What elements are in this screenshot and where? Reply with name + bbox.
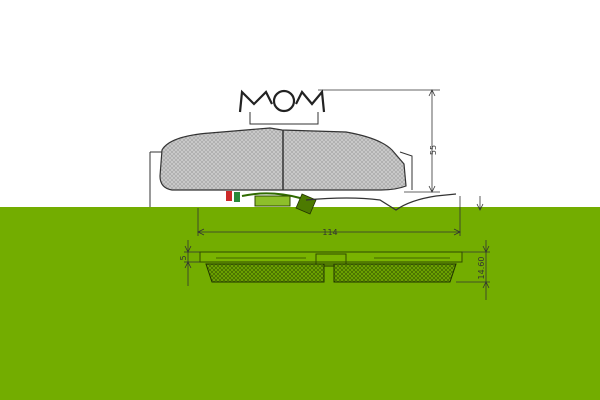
height-dimension	[318, 89, 440, 193]
width-dimension	[197, 196, 461, 236]
width-label: 114	[322, 228, 337, 237]
thickness-dimension	[456, 240, 490, 300]
backplate-outline	[149, 112, 413, 207]
side-view	[199, 251, 463, 283]
thickness-label: 14.60	[477, 257, 486, 280]
spring-clip-icon	[238, 89, 326, 113]
backplate-dimension	[184, 240, 200, 286]
height-label: 55	[429, 145, 438, 155]
right-edge-marker	[476, 196, 484, 211]
wear-indicator-icon	[226, 191, 317, 215]
pad-shim	[305, 193, 457, 211]
green-background-band	[0, 207, 600, 400]
backplate-label: 5	[179, 255, 188, 260]
